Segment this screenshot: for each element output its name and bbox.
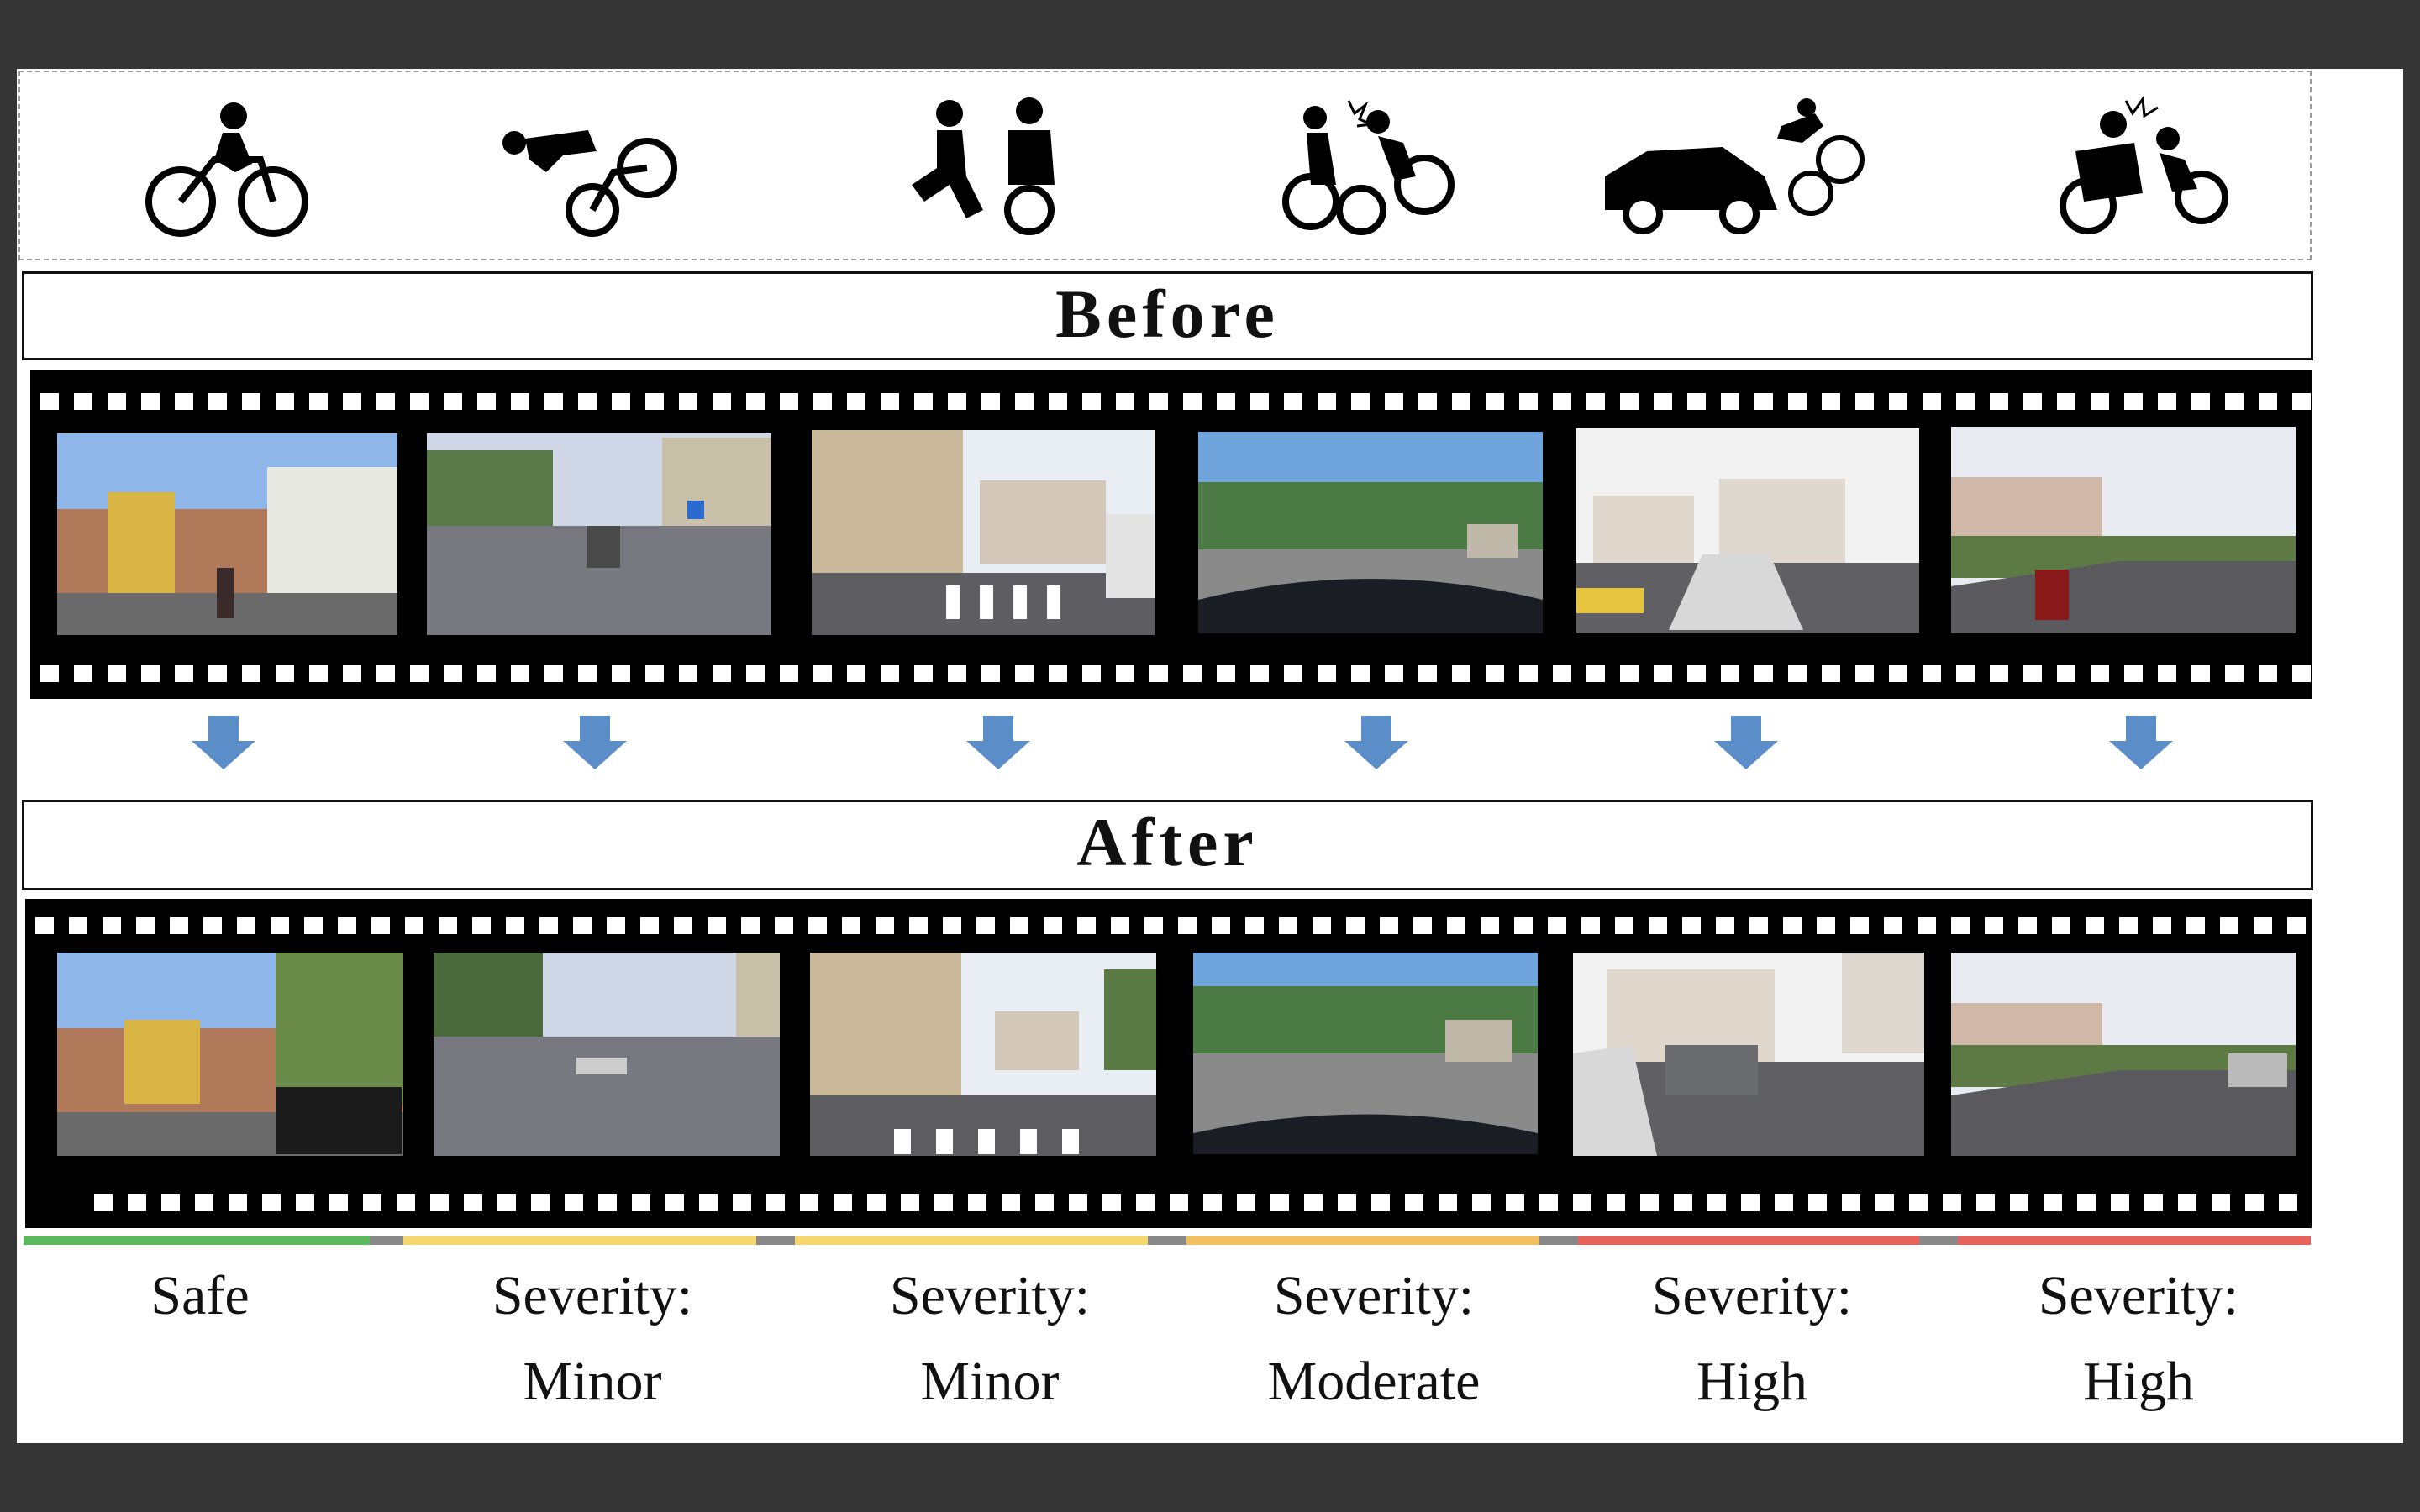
severity-label-6: Severity: High (1987, 1253, 2290, 1425)
severity-label-line1: Severity: (1273, 1265, 1475, 1326)
before-frame-1 (57, 433, 397, 635)
severity-label-line2: Minor (920, 1351, 1060, 1412)
down-arrow-icon (563, 716, 627, 769)
severity-label-line2: Moderate (1267, 1351, 1481, 1412)
severity-label-line1: Safe (150, 1265, 250, 1326)
after-frame-2 (434, 953, 780, 1156)
after-frame-6 (1951, 953, 2296, 1156)
severity-label-line1: Severity: (2038, 1265, 2239, 1326)
car-cyclist-collision-icon (1605, 98, 1865, 234)
before-frame-3 (812, 430, 1155, 635)
severity-label-5: Severity: High (1601, 1253, 1903, 1425)
severity-label-line2: High (1697, 1351, 1807, 1412)
severity-bar-safe (24, 1236, 370, 1245)
motorbike-cyclist-collision-icon (2060, 95, 2228, 234)
severity-bar-high (1958, 1236, 2311, 1245)
severity-bar-gap (1919, 1236, 1958, 1245)
severity-label-line1: Severity: (1651, 1265, 1853, 1326)
before-film-strip (30, 370, 2312, 699)
severity-label-line1: Severity: (889, 1265, 1091, 1326)
down-arrow-icon (1344, 716, 1408, 769)
cyclist-cyclist-collision-icon (1282, 100, 1455, 235)
before-header: Before (22, 271, 2313, 360)
film-perforations-bottom (30, 665, 2312, 682)
severity-label-line1: Severity: (492, 1265, 693, 1326)
severity-label-4: Severity: Moderate (1223, 1253, 1525, 1425)
cyclist-falling-icon (502, 130, 677, 237)
after-header: After (22, 800, 2313, 890)
severity-label-line2: High (2083, 1351, 2194, 1412)
film-perforations-bottom (84, 1194, 2302, 1211)
severity-bar-gap (370, 1236, 403, 1245)
down-arrow-icon (1714, 716, 1778, 769)
severity-bar-high (1578, 1236, 1919, 1245)
severity-label-line2: Minor (523, 1351, 662, 1412)
severity-label-3: Severity: Minor (839, 1253, 1141, 1425)
severity-bar-gap (756, 1236, 795, 1245)
film-perforations-top (25, 917, 2312, 934)
down-arrow-icon (966, 716, 1030, 769)
cyclist-pedestrian-collision-icon (912, 97, 1055, 235)
after-frame-5 (1573, 953, 1924, 1156)
severity-bar-minor (403, 1236, 756, 1245)
severity-bar-gap (1148, 1236, 1186, 1245)
severity-bar-gap (1539, 1236, 1578, 1245)
down-arrow-icon (2109, 716, 2173, 769)
before-frame-6 (1951, 427, 2296, 633)
icon-strip (18, 71, 2312, 260)
severity-label-1: Safe (49, 1253, 351, 1339)
after-frame-1 (57, 953, 403, 1156)
film-perforations-top (30, 393, 2312, 410)
down-arrow-icon (192, 716, 255, 769)
severity-label-2: Severity: Minor (441, 1253, 744, 1425)
after-film-strip (25, 899, 2312, 1228)
severity-bar-minor (795, 1236, 1148, 1245)
cyclist-riding-icon (145, 102, 308, 237)
after-frame-4 (1193, 953, 1538, 1154)
after-frame-3 (810, 953, 1156, 1156)
severity-bar-moderate (1186, 1236, 1539, 1245)
before-frame-2 (427, 433, 771, 635)
before-frame-4 (1198, 432, 1543, 633)
before-frame-5 (1576, 428, 1919, 633)
